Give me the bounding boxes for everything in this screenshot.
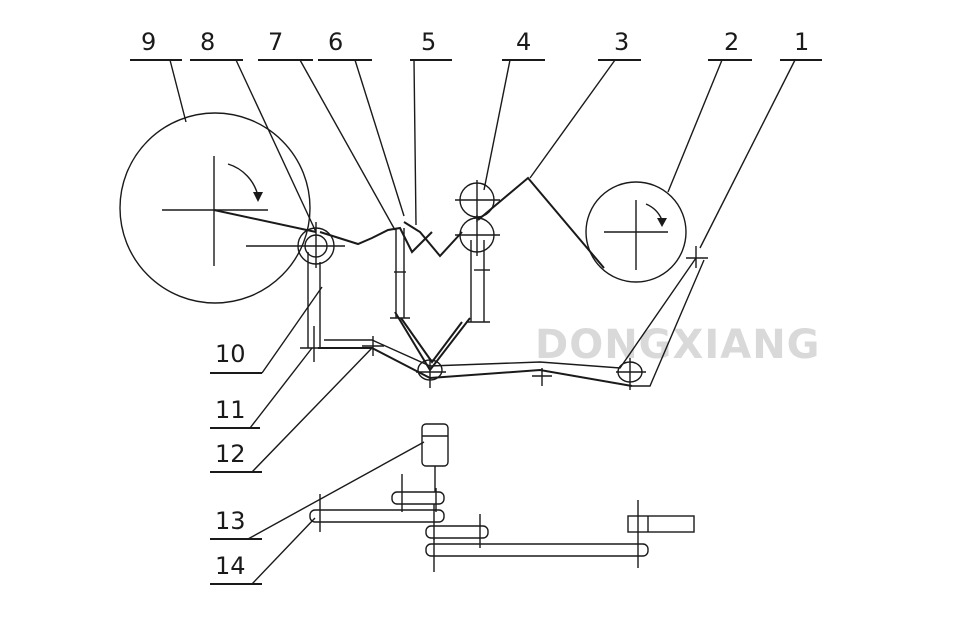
callout-label-8: 8 bbox=[200, 28, 215, 56]
callout-7: 7 bbox=[258, 28, 396, 231]
motor-13 bbox=[421, 423, 449, 467]
output-shaft bbox=[627, 515, 695, 533]
callout-label-3: 3 bbox=[614, 28, 629, 56]
stands bbox=[300, 228, 490, 362]
drive-train bbox=[309, 423, 695, 572]
callout-11: 11 bbox=[210, 347, 313, 429]
drive-belt-4 bbox=[425, 543, 649, 557]
rotation-arrow-icon bbox=[253, 192, 263, 202]
watermark-text: DONGXIANG bbox=[535, 322, 821, 368]
callout-label-2: 2 bbox=[724, 28, 739, 56]
callout-2: 2 bbox=[667, 28, 752, 193]
callout-8: 8 bbox=[190, 28, 317, 233]
roll-2 bbox=[585, 181, 687, 283]
drive-belt-2 bbox=[309, 509, 445, 523]
callout-label-10: 10 bbox=[215, 340, 246, 368]
large-roll-9 bbox=[119, 112, 311, 304]
callout-3: 3 bbox=[529, 28, 641, 179]
callout-13: 13 bbox=[210, 441, 425, 540]
callout-4: 4 bbox=[483, 28, 545, 191]
callout-14: 14 bbox=[210, 517, 316, 585]
rollers-4 bbox=[455, 180, 500, 256]
rotation-arrow-icon bbox=[657, 218, 667, 227]
callout-label-1: 1 bbox=[794, 28, 809, 56]
callout-10: 10 bbox=[210, 286, 323, 374]
callout-label-11: 11 bbox=[215, 396, 246, 424]
drive-belt-1 bbox=[391, 491, 445, 505]
callout-label-7: 7 bbox=[268, 28, 283, 56]
drive-belt-3 bbox=[425, 525, 489, 539]
callout-6: 6 bbox=[318, 28, 405, 217]
callout-label-5: 5 bbox=[421, 28, 436, 56]
callout-label-12: 12 bbox=[215, 440, 246, 468]
callout-5: 5 bbox=[410, 28, 452, 226]
callout-label-9: 9 bbox=[141, 28, 156, 56]
callout-12: 12 bbox=[210, 347, 373, 473]
callout-label-6: 6 bbox=[328, 28, 343, 56]
callout-1: 1 bbox=[699, 28, 822, 249]
callout-label-13: 13 bbox=[215, 507, 246, 535]
lower-belt bbox=[318, 246, 708, 390]
callout-label-14: 14 bbox=[215, 552, 246, 580]
callout-9: 9 bbox=[130, 28, 187, 123]
callout-label-4: 4 bbox=[516, 28, 531, 56]
guide-roller-10 bbox=[246, 222, 345, 268]
